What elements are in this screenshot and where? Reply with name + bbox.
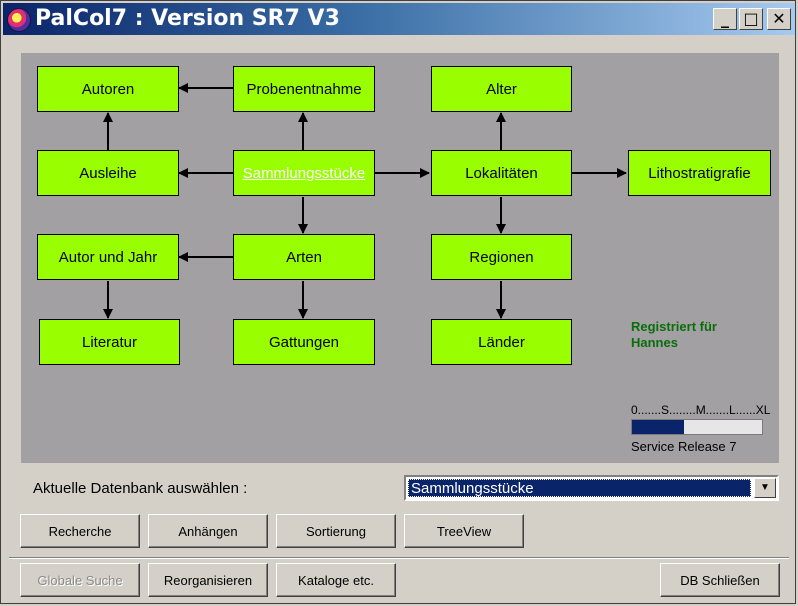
sortierung-button[interactable]: Sortierung [276,514,396,548]
treeview-button[interactable]: TreeView [404,514,524,548]
database-select-label: Aktuelle Datenbank auswählen : [33,480,248,497]
box-ausleihe[interactable]: Ausleihe [37,150,179,196]
size-scale-bar [631,419,763,435]
palcol-app-icon[interactable] [7,8,31,32]
database-select-value[interactable]: Sammlungsstücke [408,479,751,497]
box-lithostratigrafie[interactable]: Lithostratigrafie [628,150,771,196]
box-gattungen[interactable]: Gattungen [233,319,375,365]
box-alter[interactable]: Alter [431,66,572,112]
box-sammlungsstuecke[interactable]: Sammlungsstücke [233,150,375,196]
box-laender[interactable]: Länder [431,319,572,365]
globale-suche-button[interactable]: Globale Suche [20,563,140,597]
registration-line-1: Registriert für [631,319,717,334]
registration-info: Registriert für Hannes [631,319,717,351]
anhaengen-button[interactable]: Anhängen [148,514,268,548]
box-literatur[interactable]: Literatur [39,319,180,365]
minimize-button[interactable]: _ [713,8,737,30]
service-release-label: Service Release 7 [631,439,737,454]
reorganisieren-button[interactable]: Reorganisieren [148,563,268,597]
recherche-button[interactable]: Recherche [20,514,140,548]
database-select[interactable]: Sammlungsstücke ▼ [404,475,779,501]
box-autor-und-jahr[interactable]: Autor und Jahr [37,234,179,280]
box-probenentnahme[interactable]: Probenentnahme [233,66,375,112]
maximize-button[interactable]: □ [739,8,763,30]
button-separator [9,557,789,559]
size-scale-label: 0.......S........M.......L......XL [631,403,771,417]
box-arten[interactable]: Arten [233,234,375,280]
box-regionen[interactable]: Regionen [431,234,572,280]
size-scale-bar-fill [632,420,684,434]
kataloge-button[interactable]: Kataloge etc. [276,563,396,597]
title-bar[interactable]: PalCol7 : Version SR7 V3 _ □ ✕ [3,3,795,35]
box-lokalitaeten[interactable]: Lokalitäten [431,150,572,196]
db-schliessen-button[interactable]: DB Schließen [660,563,780,597]
box-autoren[interactable]: Autoren [37,66,179,112]
diagram-arrows [103,83,627,319]
navigation-diagram: Autoren Probenentnahme Alter Ausleihe Sa… [21,53,779,463]
close-button[interactable]: ✕ [767,8,791,30]
registration-line-2: Hannes [631,335,678,350]
window-title: PalCol7 : Version SR7 V3 [35,6,340,31]
dropdown-arrow-icon[interactable]: ▼ [754,478,776,498]
